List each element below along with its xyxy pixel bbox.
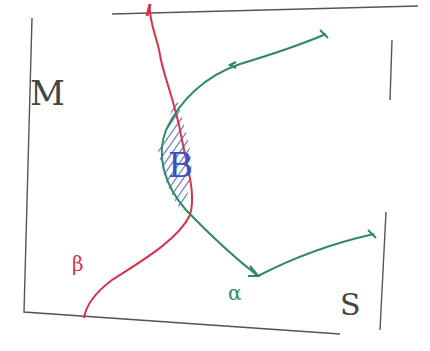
curve-label: α bbox=[228, 283, 242, 303]
alpha-arrow bbox=[248, 266, 258, 276]
alpha-tick bbox=[320, 30, 328, 38]
manifold-outline bbox=[24, 6, 418, 334]
curve-label: β bbox=[72, 254, 84, 274]
alpha-tick bbox=[368, 230, 376, 238]
beta-end bbox=[147, 4, 150, 16]
alpha-curve bbox=[162, 34, 374, 276]
manifold-label: M bbox=[30, 76, 65, 110]
surface-label: S bbox=[340, 290, 361, 320]
region-label: B bbox=[168, 148, 193, 182]
beta-curve bbox=[84, 4, 192, 318]
alpha-arrow bbox=[230, 62, 236, 68]
